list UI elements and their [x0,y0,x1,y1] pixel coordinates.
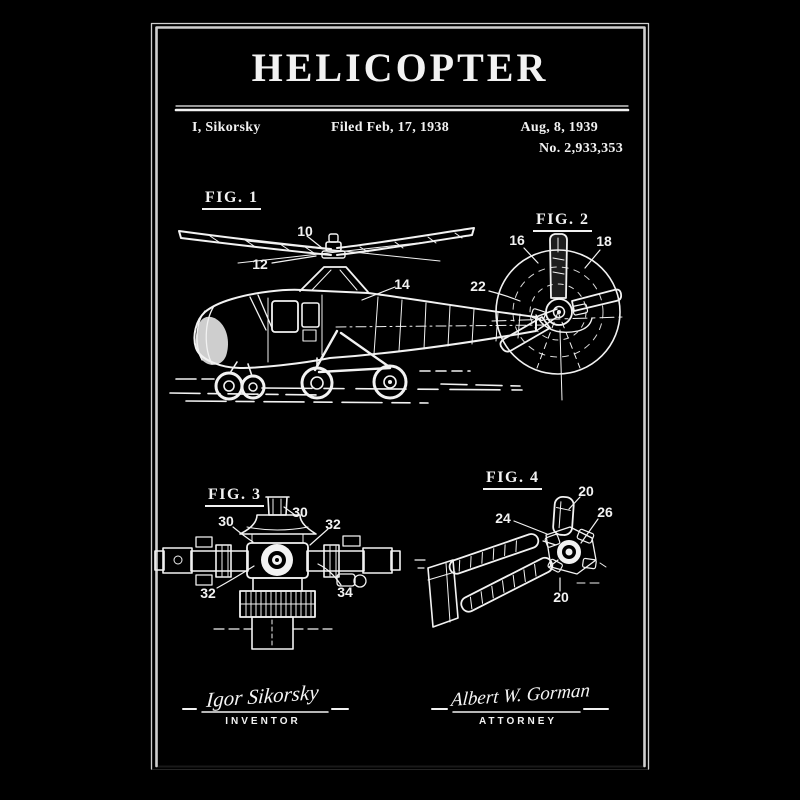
fig3-leader-lines [216,506,342,589]
fig4-diagonal-blades [414,533,554,628]
ref-numeral-22: 22 [470,278,486,294]
fig4-hub [542,526,607,592]
ref-numeral-34: 34 [337,584,353,600]
signature-rules [182,708,609,713]
ref-numeral-18: 18 [596,233,612,249]
title-divider-rule [174,105,630,112]
header-inventor-credit: I, Sikorsky [192,120,261,135]
fig2-blades [499,233,623,353]
fig3-main-rotor-hub [154,496,401,650]
fig3-left-arm [154,536,249,586]
header-patent-date: Aug, 8, 1939 [520,120,598,135]
fig4-label: FIG. 4 [483,469,543,490]
ref-numeral-20-bottom: 20 [553,589,569,605]
ref-numeral-26: 26 [597,504,613,520]
fig1-main-rotor [178,227,475,264]
ref-numeral-30-left: 30 [218,513,234,529]
fig1-label: FIG. 1 [202,189,262,210]
fig2-tail-rotor-front-view [491,233,625,401]
fig2-leader-lines [523,247,601,269]
fig4-leader-lines [513,496,599,544]
ref-numeral-32-right: 32 [325,516,341,532]
header-filed-date: Filed Feb, 17, 1938 [330,120,450,135]
fig3-right-arm [306,535,401,588]
fig1-helicopter-side-view [169,227,558,404]
fig2-hub [530,298,593,333]
fig4-tail-rotor-hub [414,495,607,628]
fig1-ground-lines [169,370,523,404]
header-patent-number: No. 2,933,353 [538,141,623,156]
attorney-role-label: ATTORNEY [478,716,558,727]
poster-frame [150,22,650,770]
fig2-label: FIG. 2 [533,211,593,232]
ref-numeral-16: 16 [509,232,525,248]
inventor-role-label: INVENTOR [225,716,301,727]
ref-numeral-30-top: 30 [292,504,308,520]
ref-numeral-14: 14 [394,276,410,292]
fig1-rotor-pylon [299,266,369,293]
ref-numeral-12: 12 [252,256,268,272]
fig1-fuselage [193,288,558,369]
fig3-base [213,577,333,650]
ref-numeral-32-bottom: 32 [200,585,216,601]
fig3-label: FIG. 3 [205,486,265,507]
fig1-landing-gear [214,329,408,401]
fig1-leader-lines [271,235,521,302]
poster-title: HELICOPTER [251,45,549,90]
ref-numeral-20-top: 20 [578,483,594,499]
ref-numeral-10: 10 [297,223,313,239]
ref-numeral-24: 24 [495,510,511,526]
